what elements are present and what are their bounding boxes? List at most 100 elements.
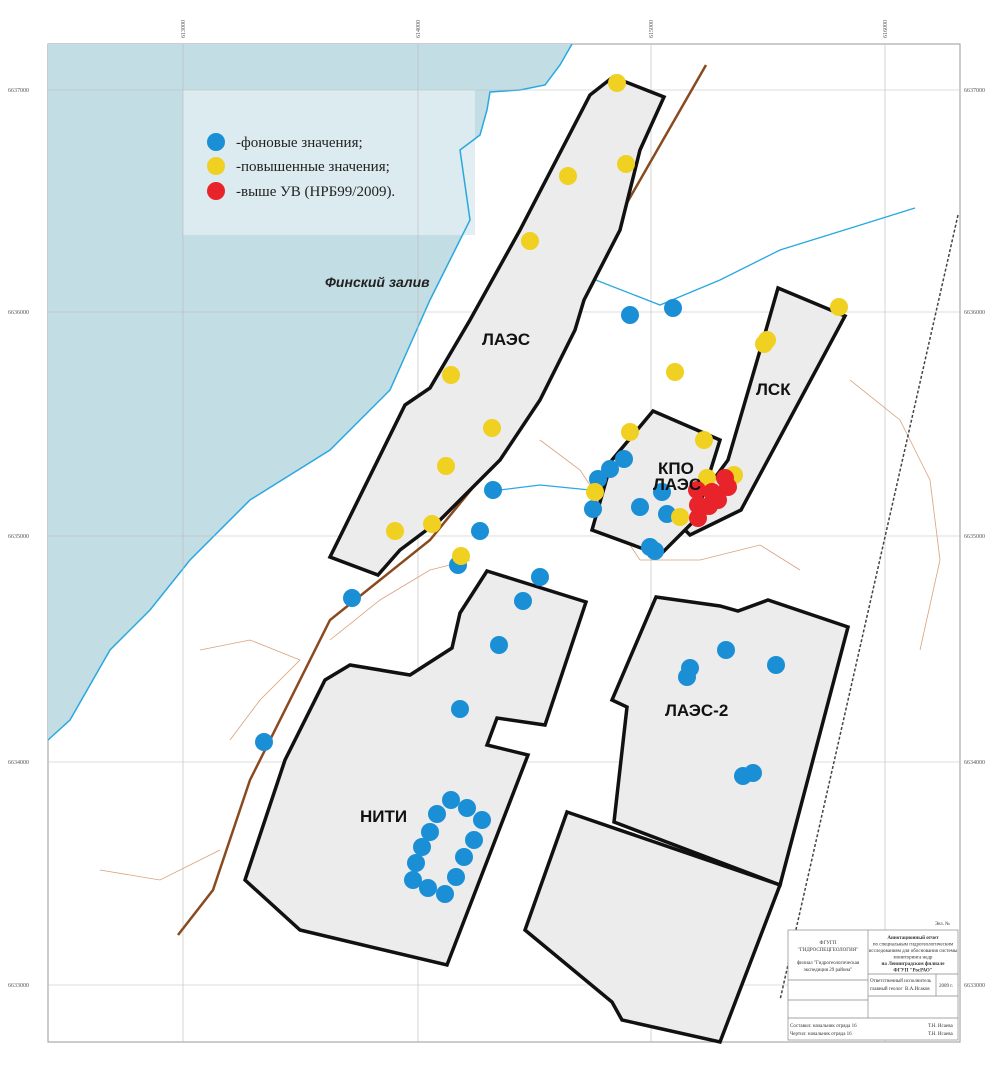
compiled-name: Т.Н. Исаева: [928, 1024, 954, 1029]
sample-point-elevated: [698, 469, 716, 487]
sample-point-above: [719, 478, 737, 496]
y-tick-label-right: 6636000: [964, 310, 985, 316]
legend-dot-above: [207, 182, 225, 200]
org-name: ФГУГП: [820, 941, 837, 946]
sample-point-background: [717, 641, 735, 659]
sample-point-elevated: [666, 363, 684, 381]
y-tick-label-right: 6633000: [964, 983, 985, 989]
title-block: [787, 929, 959, 1041]
year: 2009 г.: [939, 984, 953, 989]
y-tick-label-left: 6636000: [8, 310, 29, 316]
sample-point-background: [255, 733, 273, 751]
zone-south: [522, 809, 783, 1045]
y-tick-label-left: 6635000: [8, 534, 29, 540]
sample-point-background: [455, 848, 473, 866]
zone-label-kpo: КПО: [658, 459, 694, 478]
sea-label: Финский залив: [325, 274, 430, 290]
y-tick-label-left: 6633000: [8, 983, 29, 989]
chief-name: В.А.Исаков: [905, 987, 930, 992]
sample-point-background: [451, 700, 469, 718]
sample-point-elevated: [621, 423, 639, 441]
sample-point-background: [615, 450, 633, 468]
sample-point-background: [631, 498, 649, 516]
report-title-line: по специальным гидрогеологическим: [873, 943, 954, 948]
sample-point-background: [465, 831, 483, 849]
y-tick-label-right: 6634000: [964, 760, 985, 766]
sample-point-background: [646, 542, 664, 560]
sample-point-background: [744, 764, 762, 782]
sample-point-background: [621, 306, 639, 324]
legend-label-above: -выше УВ (НРБ99/2009).: [236, 184, 395, 200]
legend-label-elevated: -повышенные значения;: [236, 159, 390, 175]
y-tick-label-left: 6634000: [8, 760, 29, 766]
legend-dot-elevated: [207, 157, 225, 175]
sample-point-background: [678, 668, 696, 686]
y-tick-label-right: 6637000: [964, 88, 985, 94]
zone-label-lsk: ЛСК: [756, 380, 791, 399]
sample-point-background: [413, 838, 431, 856]
zone-label-niti: НИТИ: [360, 807, 407, 826]
sample-point-elevated: [483, 419, 501, 437]
sample-point-background: [473, 811, 491, 829]
sample-points: [255, 74, 848, 903]
report-title-line: Аннотационный отчет: [887, 936, 939, 941]
railway-east: [779, 214, 959, 1001]
sample-point-elevated: [437, 457, 455, 475]
sample-point-background: [490, 636, 508, 654]
sample-point-background: [484, 481, 502, 499]
sample-point-elevated: [452, 547, 470, 565]
zone-laes: [327, 75, 667, 578]
sample-point-above: [700, 497, 718, 515]
legend-panel: [183, 90, 475, 235]
sample-point-elevated: [442, 366, 460, 384]
sample-point-elevated: [695, 431, 713, 449]
sample-point-background: [421, 823, 439, 841]
x-tick-label: 615000: [649, 20, 655, 38]
responsible-label: Ответственный исполнитель: [870, 979, 932, 984]
zone-label-kpo-laes: ЛАЭС: [653, 475, 701, 494]
doc-number: Экз. №: [935, 921, 950, 927]
sample-point-background: [343, 589, 361, 607]
compiled-by: Составил: начальник отряда 16: [790, 1024, 857, 1029]
sample-point-above: [688, 481, 706, 499]
legend-label-background: -фоновые значения;: [236, 135, 363, 151]
sample-point-elevated: [608, 74, 626, 92]
title-block-background: [788, 930, 958, 1040]
org-name-2: "ГИДРОСПЕЦГЕОЛОГИЯ": [798, 948, 858, 953]
sample-point-elevated: [521, 232, 539, 250]
zone-laes2: [609, 595, 851, 888]
zone-niti: [242, 568, 589, 968]
sample-point-elevated: [830, 298, 848, 316]
sample-point-elevated: [671, 508, 689, 526]
report-title-line: на Ленинградском филиале: [882, 962, 946, 967]
sample-point-background: [428, 805, 446, 823]
sample-point-elevated: [586, 483, 604, 501]
sample-point-elevated: [559, 167, 577, 185]
sample-point-background: [419, 879, 437, 897]
sample-point-background: [442, 791, 460, 809]
sample-point-background: [514, 592, 532, 610]
sample-point-background: [471, 522, 489, 540]
sample-point-background: [767, 656, 785, 674]
sample-point-elevated: [423, 515, 441, 533]
report-title-line: ФГУП "РосРАО": [893, 969, 932, 974]
drawn-by: Чертил: начальник отряда 16: [790, 1032, 852, 1037]
report-title-line: исследованиям для обоснования системы: [869, 949, 958, 954]
legend: -фоновые значения; -повышенные значения;…: [207, 133, 395, 200]
sample-point-background: [436, 885, 454, 903]
contour-lines: [99, 379, 941, 881]
zone-label-laes2: ЛАЭС-2: [665, 701, 728, 720]
drawn-name: Т.Н. Исаева: [928, 1032, 954, 1037]
x-tick-label: 616000: [883, 20, 889, 38]
x-tick-label: 614000: [416, 20, 422, 38]
report-title-line: мониторинга недр: [894, 956, 933, 961]
sample-point-background: [531, 568, 549, 586]
sample-point-background: [447, 868, 465, 886]
sample-point-background: [584, 500, 602, 518]
sample-point-background: [404, 871, 422, 889]
y-tick-label-right: 6635000: [964, 534, 985, 540]
sample-point-background: [601, 460, 619, 478]
